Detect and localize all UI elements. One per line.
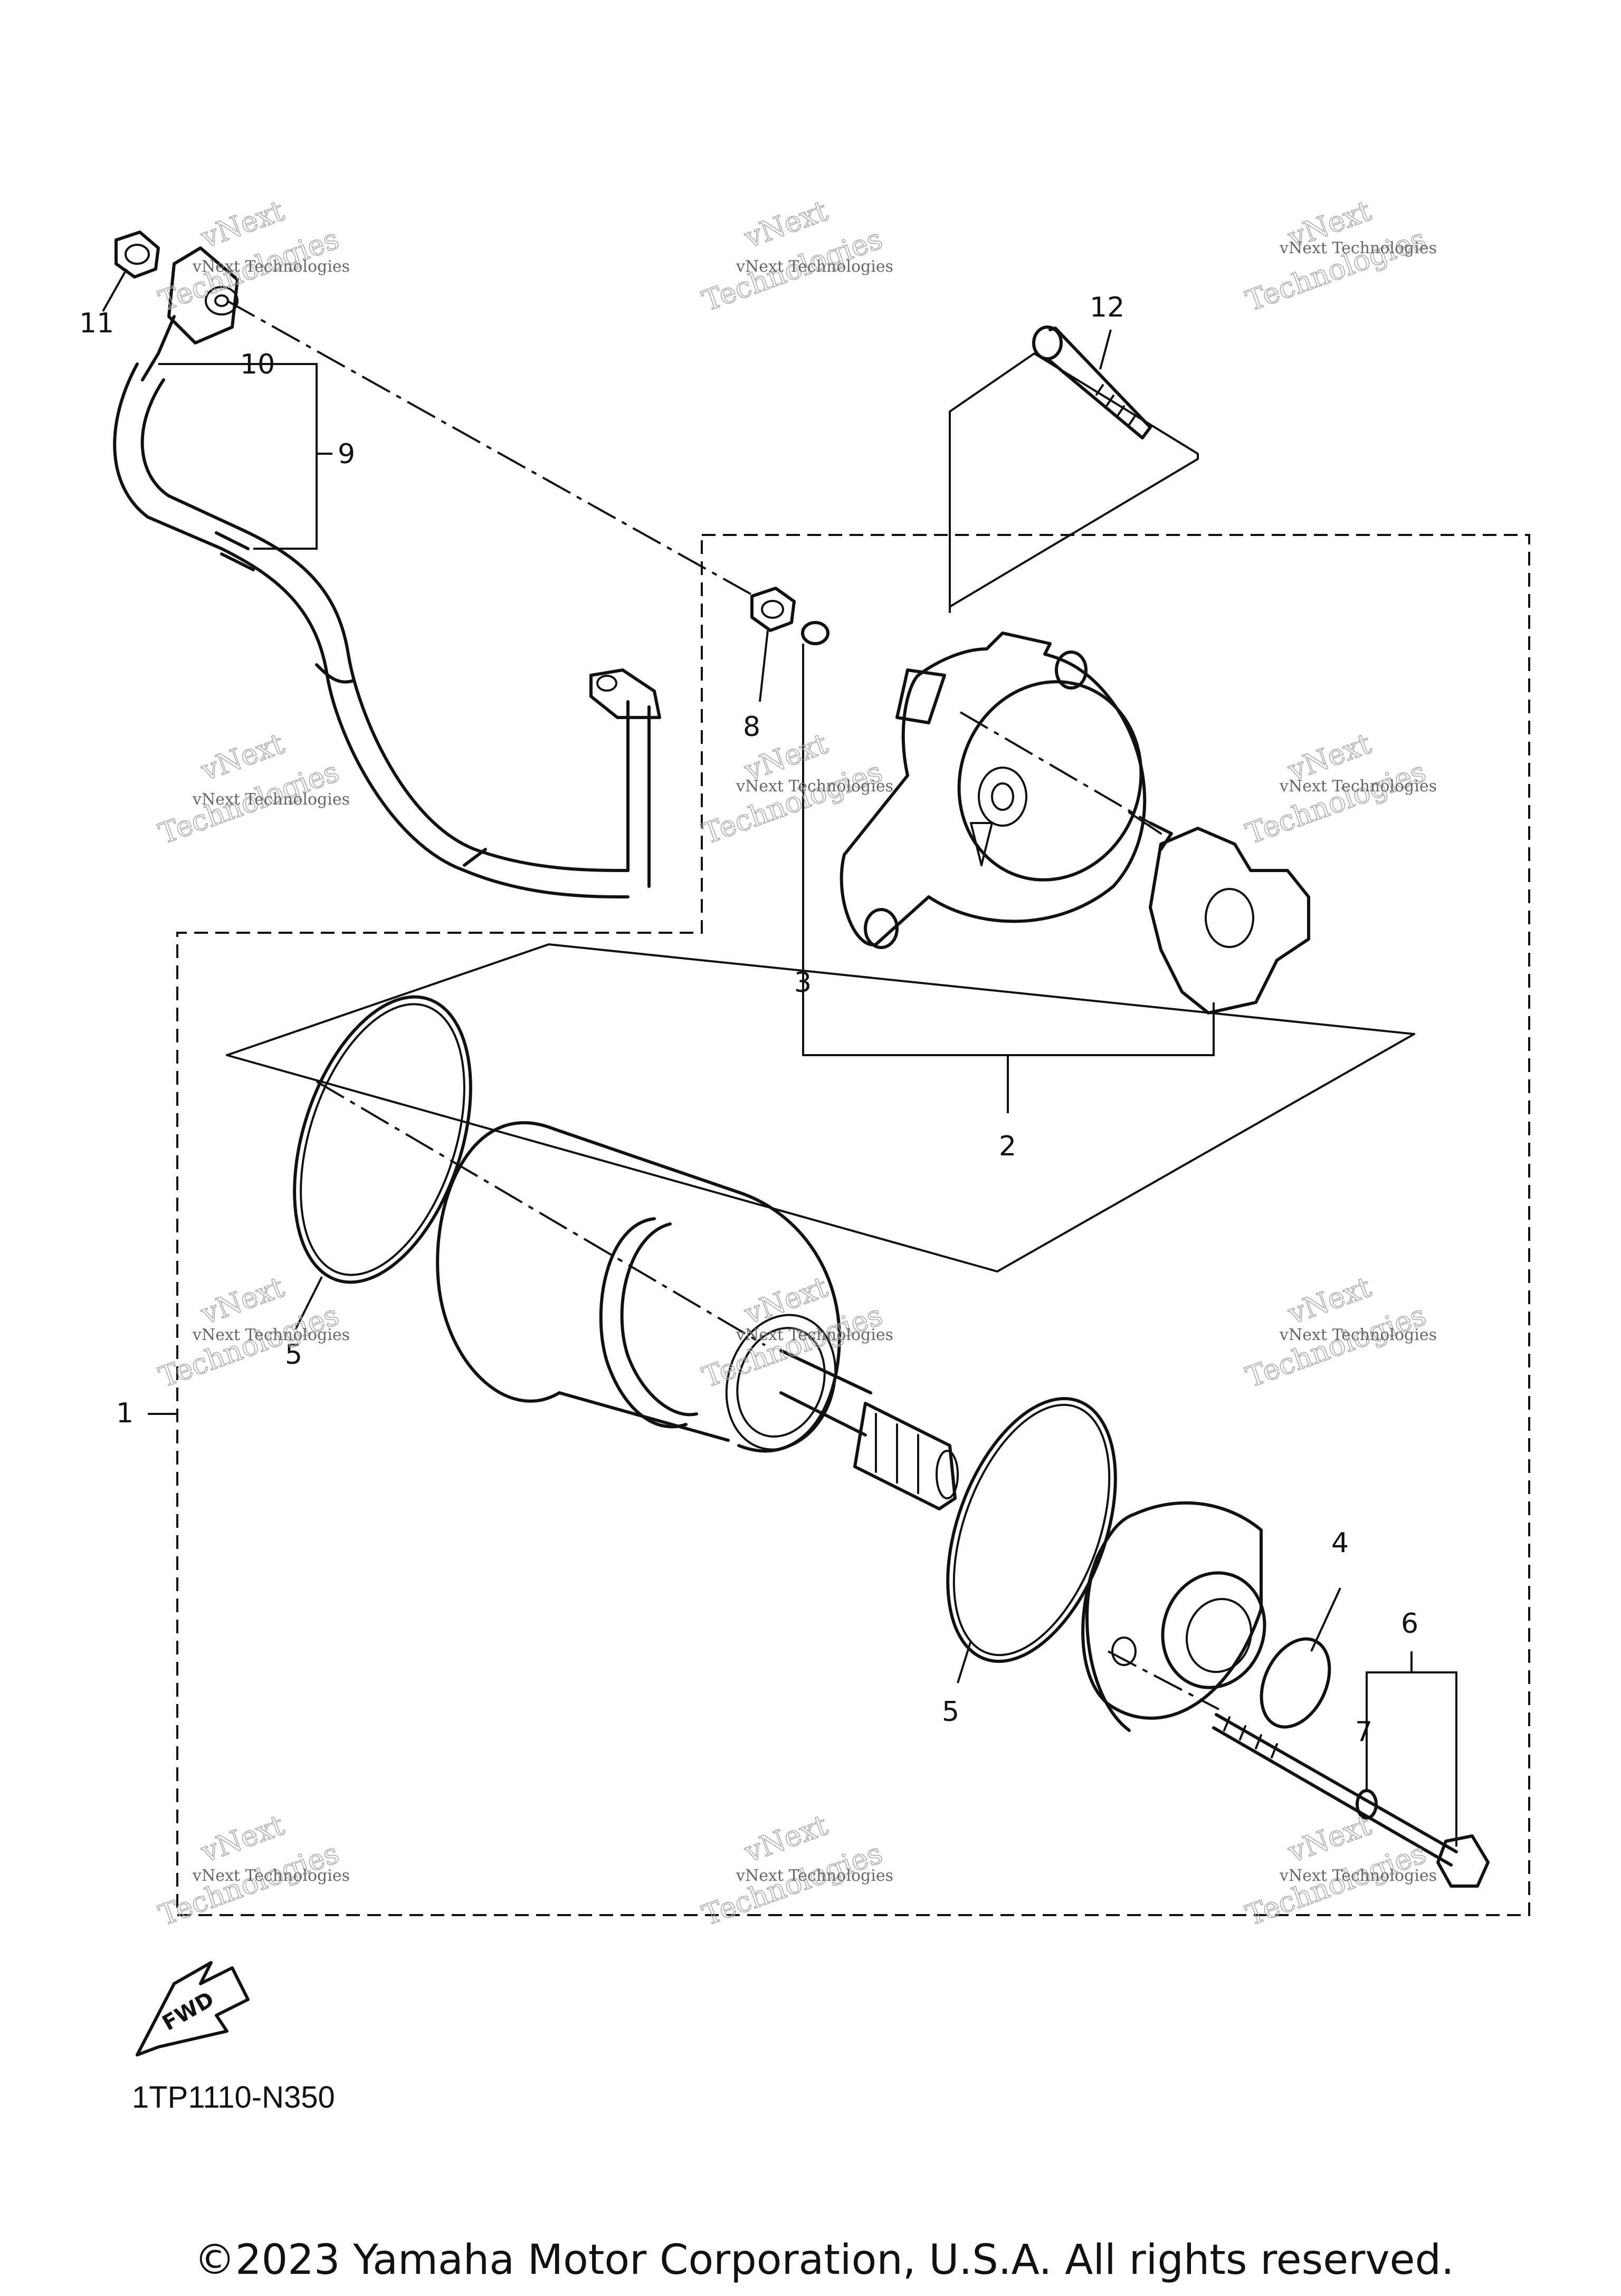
callout-11: 11 [79,308,114,339]
svg-text:vNext Technologies: vNext Technologies [736,1867,893,1885]
svg-text:vNext Technologies: vNext Technologies [192,1326,350,1344]
watermark-r1c2: vNext Technologies vNext Technologies [698,194,893,318]
watermark-r1c3: vNext Technologies vNext Technologies [1241,194,1437,318]
rear-cover-assembly [840,632,1147,949]
callout-1: 1 [116,1398,134,1429]
nut-8 [750,587,796,632]
brush-holder [1128,811,1310,1015]
watermark-r4c1: vNext Technologies vNext Technologies [154,1808,350,1933]
svg-text:vNext Technologies: vNext Technologies [192,1867,350,1885]
watermark-r4c2: vNext Technologies vNext Technologies [698,1808,893,1933]
o-ring-5-upper [293,995,472,1284]
svg-text:vNext Technologies: vNext Technologies [1279,239,1437,257]
through-bolt-6 [1212,1713,1490,1888]
svg-text:vNext Technologies: vNext Technologies [736,1326,893,1344]
starter-cable-9 [113,246,661,898]
watermark-r2c1: vNext Technologies vNext Technologies [154,726,350,851]
fwd-arrow-icon: FWD [136,1961,250,2056]
bolt-12 [1032,326,1152,439]
watermark-r1c1: vNext Technologies vNext Technologies [154,194,350,318]
callout-5-lower: 5 [942,1696,959,1728]
copyright-notice: ©2023 Yamaha Motor Corporation, U.S.A. A… [194,2236,1454,2284]
o-ring-5-upper-inner [300,1003,465,1276]
callout-7: 7 [1355,1716,1372,1748]
figure-code: 1TP1110-N350 [132,2080,335,2115]
leader-lines [102,269,1457,1847]
svg-text:vNext Technologies: vNext Technologies [1279,1326,1437,1344]
watermark-r3c2: vNext Technologies vNext Technologies [698,1270,893,1394]
o-ring-3 [801,621,829,645]
nut-11 [115,231,160,279]
watermark-r4c3: vNext Technologies vNext Technologies [1241,1808,1437,1933]
o-ring-5-lower-inner [952,1403,1111,1657]
watermark-r3c1: vNext Technologies vNext Technologies [154,1270,350,1394]
watermark-r3c3: vNext Technologies vNext Technologies [1241,1270,1437,1394]
svg-text:vNext Technologies: vNext Technologies [192,257,350,276]
watermark-r2c3: vNext Technologies vNext Technologies [1241,726,1437,851]
callout-2: 2 [999,1131,1016,1162]
callout-5-upper: 5 [285,1339,302,1371]
callout-6: 6 [1401,1608,1418,1640]
centerline-yoke-axis [316,1080,766,1346]
svg-text:vNext Technologies: vNext Technologies [1279,1867,1437,1885]
group-outline-upper [949,352,1199,613]
svg-text:vNext Technologies: vNext Technologies [192,790,350,809]
callout-10: 10 [240,349,275,380]
centerline-cable-to-nut [226,300,755,597]
front-cover [1081,1501,1266,1732]
callout-4: 4 [1331,1527,1349,1559]
svg-text:vNext Technologies: vNext Technologies [1279,777,1437,796]
callout-9: 9 [338,438,355,470]
callout-3: 3 [794,967,812,999]
starter-yoke [436,1121,959,1510]
callout-8: 8 [743,711,760,743]
svg-text:vNext Technologies: vNext Technologies [736,257,893,276]
centerline-brush-holder [959,711,1151,824]
group-outline-middle [226,943,1415,1273]
assembly-1-boundary [176,534,1530,1916]
o-ring-5-lower [946,1397,1117,1663]
svg-text:vNext Technologies: vNext Technologies [736,777,893,796]
callout-12: 12 [1090,292,1124,323]
